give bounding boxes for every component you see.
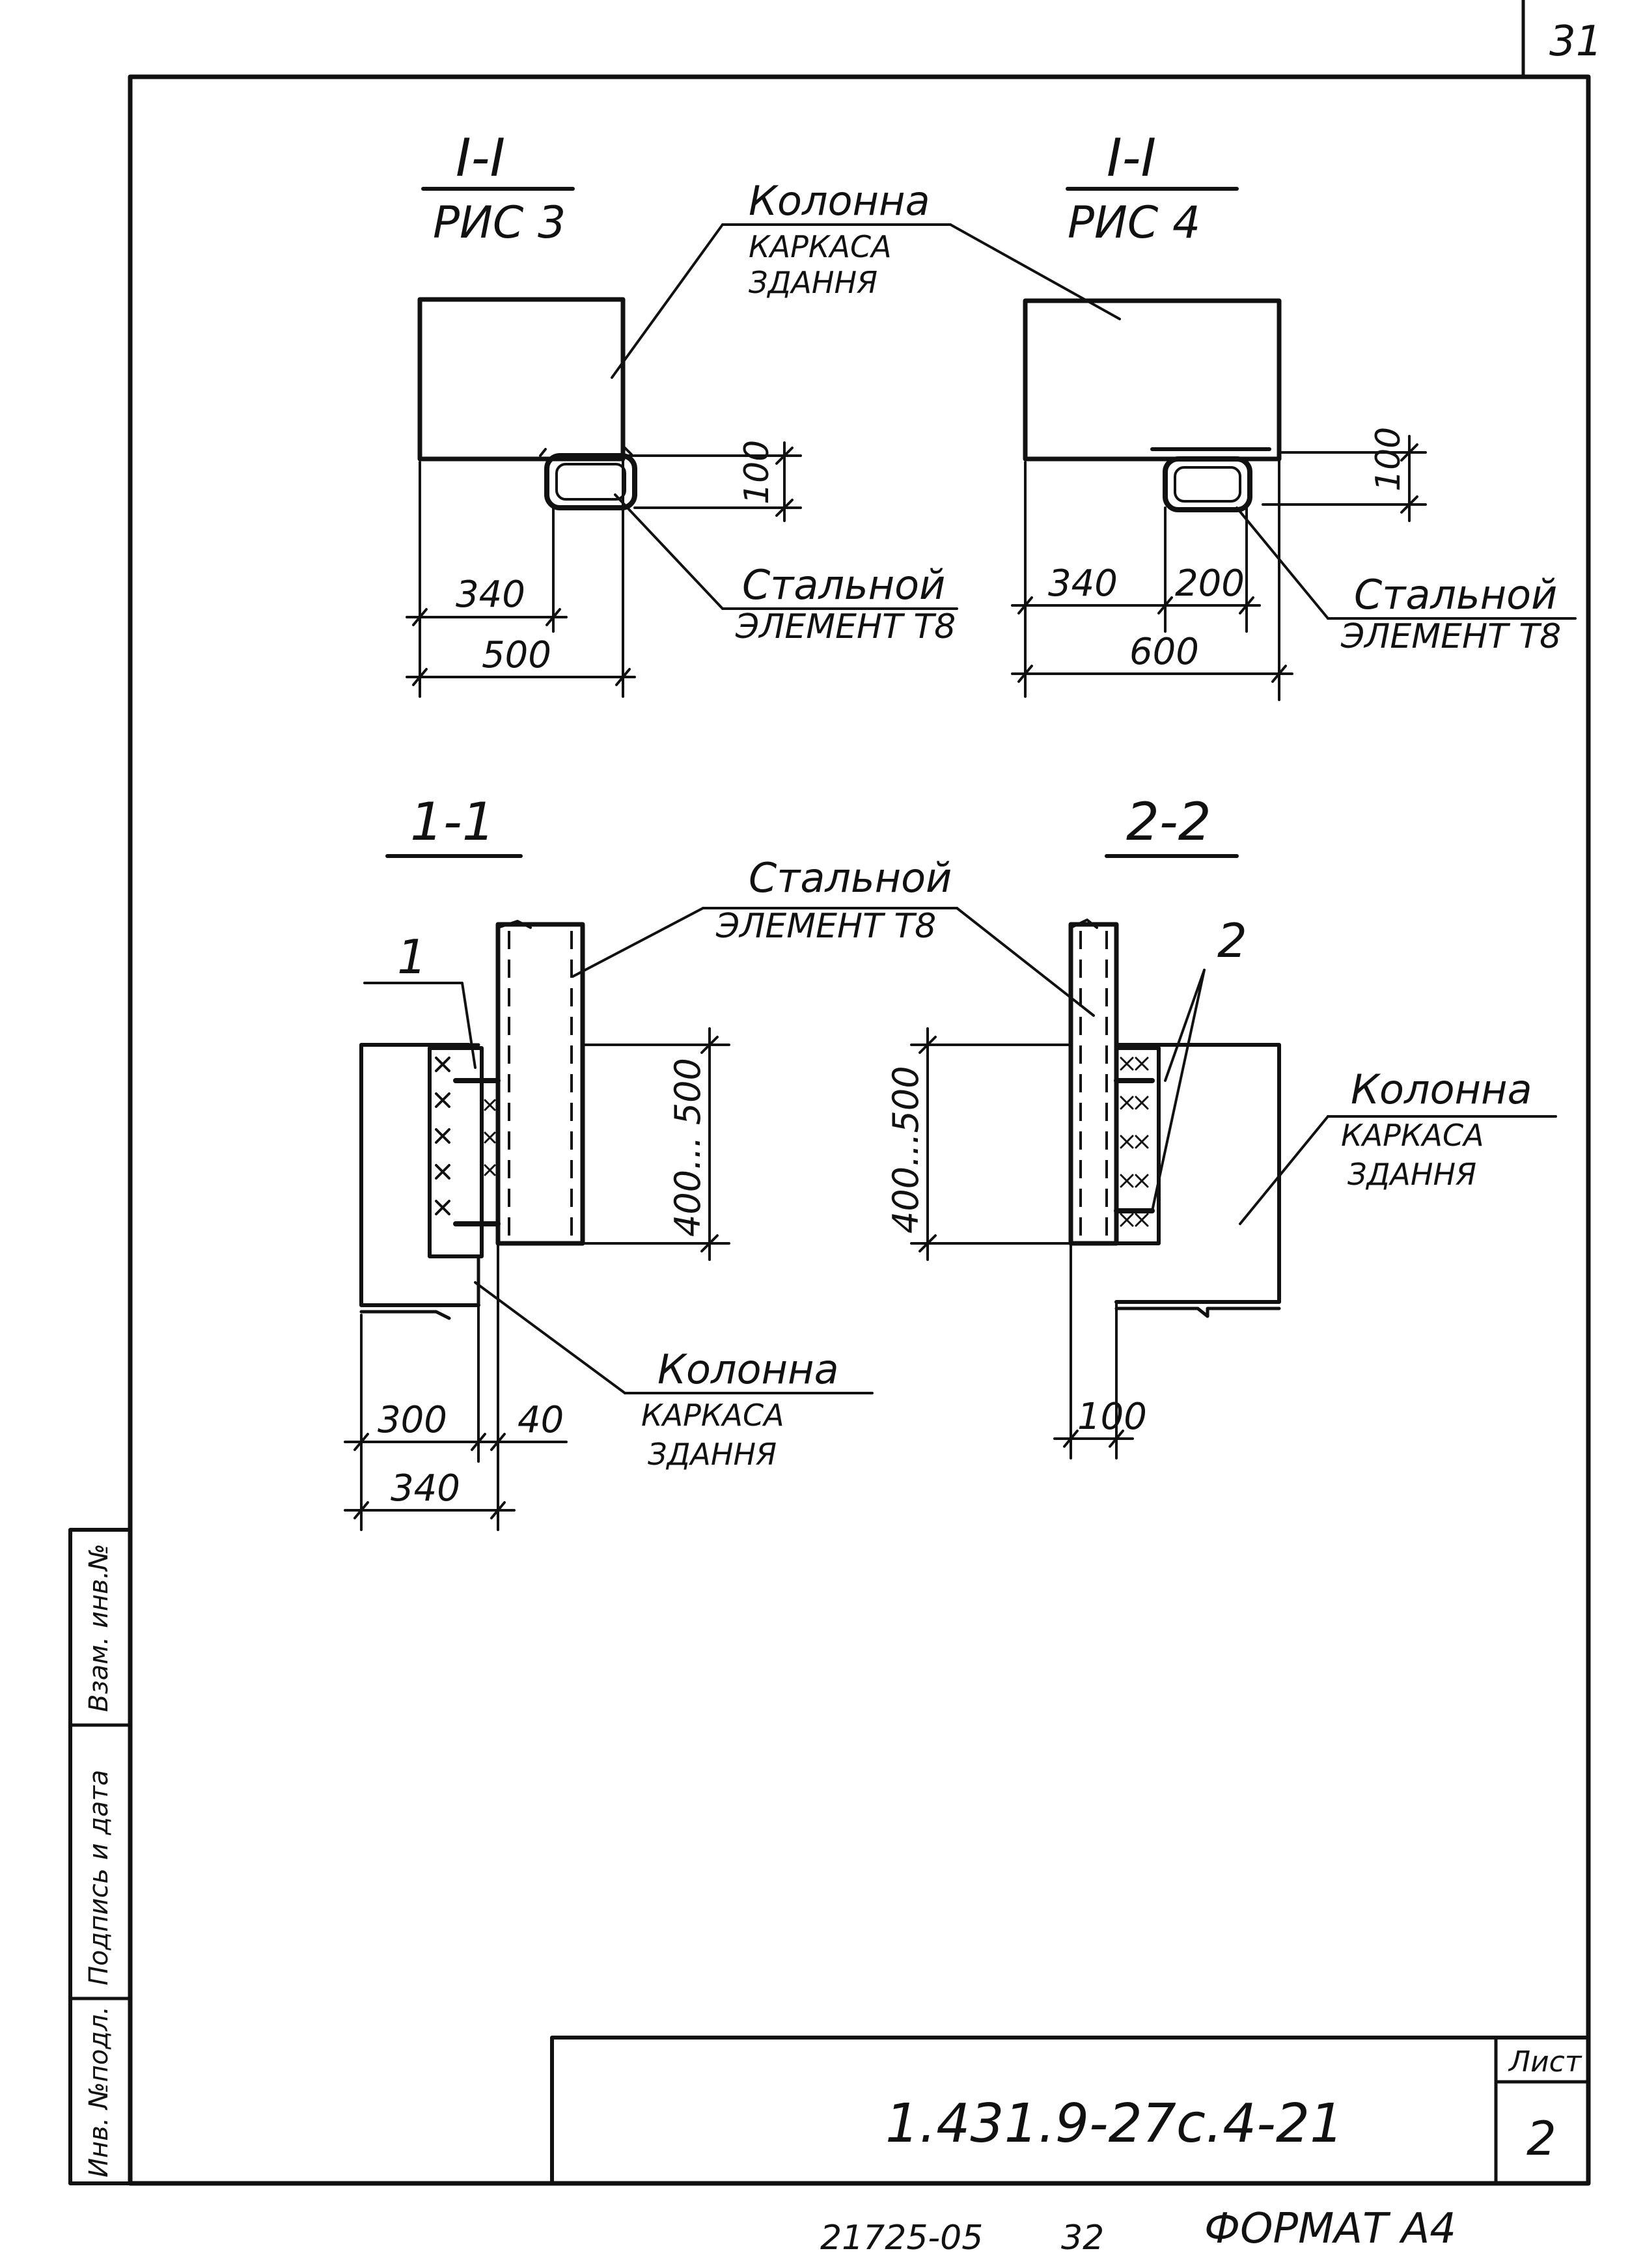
label-column-line1: Колонна xyxy=(749,177,930,225)
column-outline-1-1 xyxy=(359,1043,480,1307)
dim-1-1-400-500: 400... 500 xyxy=(667,1058,708,1237)
label-column-line3: ЗДАННЯ xyxy=(749,265,877,300)
drawing-designation: 1.431.9-27с.4-21 xyxy=(885,2093,1344,2155)
side-stamp: Инв. №подл. Подпись и дата Взам. инв.№ xyxy=(68,1528,132,2185)
steel-element-fig4 xyxy=(1163,456,1252,512)
footer-page: 32 xyxy=(1061,2219,1104,2258)
steel-element-1-1 xyxy=(495,922,585,1246)
label-column-1-1-line3: ЗДАННЯ xyxy=(648,1437,777,1472)
label-steel-fig4-line1: Стальной xyxy=(1354,571,1557,618)
section-1-1-title: 1-1 xyxy=(410,792,495,852)
dim-1-1-340: 340 xyxy=(391,1467,460,1510)
label-column-1-1-line1: Колонна xyxy=(657,1346,839,1393)
steel-element-2-2 xyxy=(1068,922,1119,1246)
label-steel-mid-line1: Стальной xyxy=(749,854,952,902)
dim-fig4-100: 100 xyxy=(1369,427,1408,491)
column-section-fig4 xyxy=(1023,298,1282,462)
top-labels: Колонна КАРКАСА ЗДАННЯ Стальной ЭЛЕМЕНТ … xyxy=(611,177,1577,656)
label-steel-fig4-line2: ЭЛЕМЕНТ Т8 xyxy=(1340,617,1561,656)
dim-1-1-40: 40 xyxy=(518,1399,564,1441)
stamp-inventory: Инв. №подл. xyxy=(84,2006,114,2178)
steel-element-fig3 xyxy=(544,453,637,510)
section-2-2-title: 2-2 xyxy=(1126,792,1211,852)
anchor-plate-1-1 xyxy=(428,1046,484,1258)
dim-fig4-200: 200 xyxy=(1175,562,1245,605)
sheet-number: 2 xyxy=(1526,2111,1556,2166)
label-steel-fig3-line1: Стальной xyxy=(742,561,945,609)
label-column-2-2-line1: Колонна xyxy=(1351,1066,1532,1113)
section-fig3-title: I-I xyxy=(456,128,505,188)
label-column-2-2-line3: ЗДАННЯ xyxy=(1347,1157,1476,1192)
label-column-line2: КАРКАСА xyxy=(749,229,892,264)
dim-fig3-340: 340 xyxy=(456,574,525,616)
dim-1-1-300: 300 xyxy=(378,1399,447,1441)
dim-fig3-100: 100 xyxy=(738,440,777,505)
anchor-plate-2-2 xyxy=(1114,1046,1161,1245)
label-column-2-2-line2: КАРКАСА xyxy=(1341,1118,1484,1153)
column-outline-2-2 xyxy=(1114,1043,1281,1304)
mark-1: 1 xyxy=(397,930,427,984)
section-1-1: 1-1 1 400... 500 300 40 340 Колонна К xyxy=(344,792,874,1531)
section-fig4-title: I-I xyxy=(1107,128,1156,188)
middle-steel-label: Стальной ЭЛЕМЕНТ Т8 xyxy=(572,854,1095,1017)
section-fig4: I-I РИС 4 340 200 600 100 xyxy=(1011,128,1427,701)
label-column-1-1-line2: КАРКАСА xyxy=(641,1398,784,1433)
section-2-2: 2-2 2 400...500 100 Колонна КАРКАСА ЗДАН… xyxy=(885,792,1557,1459)
footer-format: ФОРМАТ А4 xyxy=(1204,2205,1456,2253)
dim-2-2-100: 100 xyxy=(1077,1396,1147,1438)
dim-2-2-400-500: 400...500 xyxy=(885,1066,926,1234)
column-section-fig3 xyxy=(417,297,626,462)
label-steel-fig3-line2: ЭЛЕМЕНТ Т8 xyxy=(735,607,956,646)
section-fig3-subtitle: РИС 3 xyxy=(433,197,566,249)
mark-2: 2 xyxy=(1217,913,1247,968)
stamp-replacement: Взам. инв.№ xyxy=(84,1543,114,1712)
dim-fig3-500: 500 xyxy=(482,634,551,676)
title-block: Лист 1.431.9-27с.4-21 2 xyxy=(550,2036,1590,2185)
stamp-signature-date: Подпись и дата xyxy=(84,1770,114,1985)
dim-fig4-340: 340 xyxy=(1048,562,1118,605)
label-steel-mid-line2: ЭЛЕМЕНТ Т8 xyxy=(715,907,936,946)
footer-code: 21725-05 xyxy=(820,2219,983,2258)
section-fig4-subtitle: РИС 4 xyxy=(1068,197,1200,249)
section-fig3: I-I РИС 3 340 500 100 xyxy=(406,128,802,698)
sheet-corner-number: 31 xyxy=(1549,18,1602,66)
dim-fig4-600: 600 xyxy=(1129,631,1199,673)
sheet-label: Лист xyxy=(1508,2045,1582,2079)
